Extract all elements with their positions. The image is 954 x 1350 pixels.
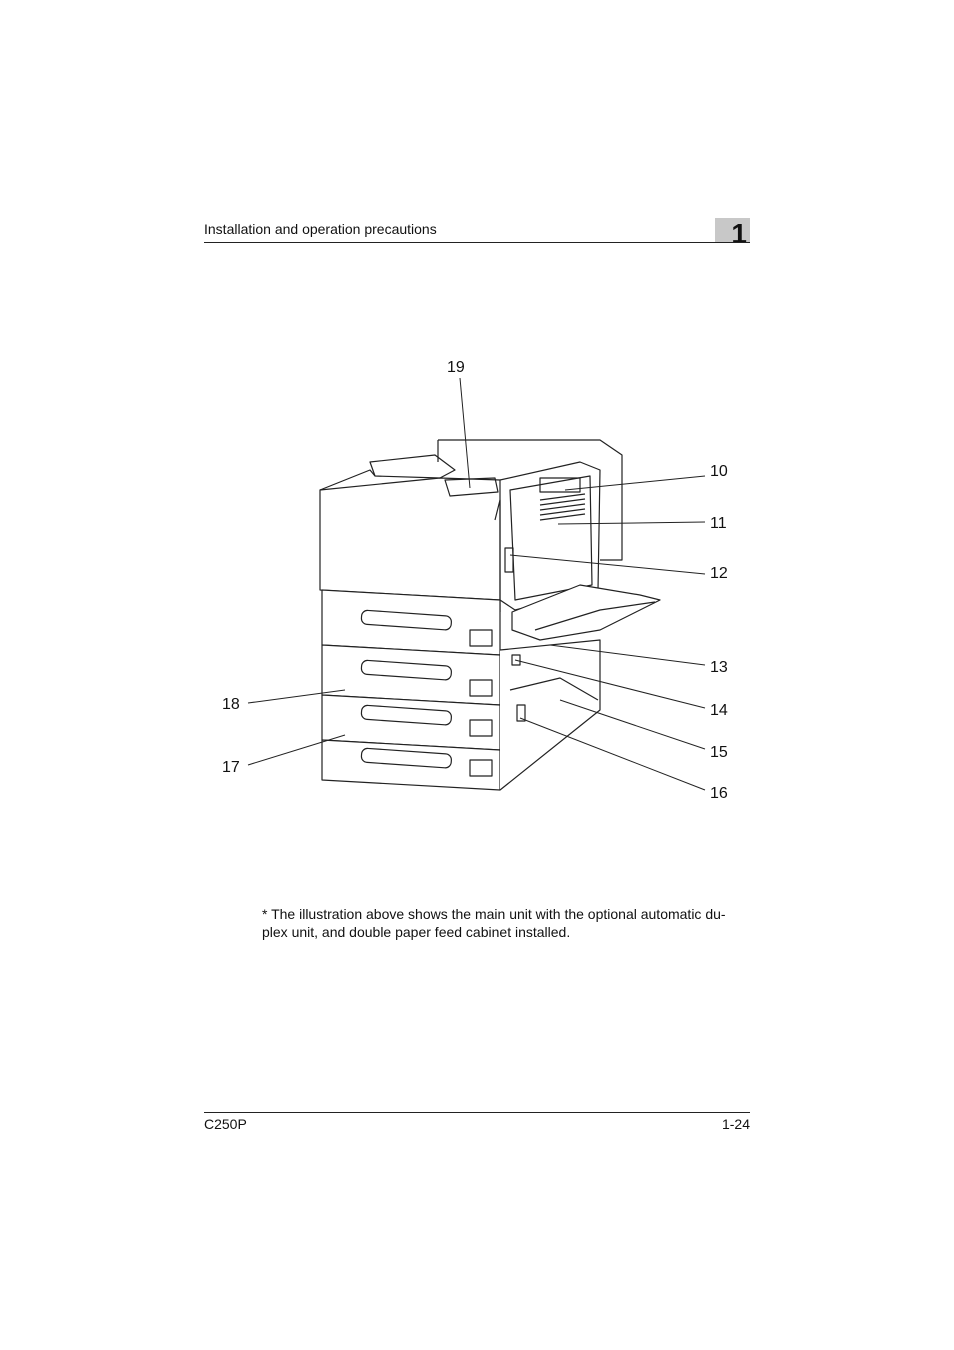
bypass-tray	[511, 584, 661, 641]
callout-leaders	[247, 377, 706, 791]
callout-11: 11	[710, 515, 727, 532]
footer-page-number: 1-24	[721, 1116, 750, 1132]
footer-rule	[204, 1112, 750, 1113]
note-line-2: plex unit, and double paper feed cabinet…	[262, 924, 571, 940]
callout-16: 16	[710, 785, 728, 802]
illustration-note: * The illustration above shows the main …	[262, 905, 750, 941]
callout-18: 18	[222, 696, 240, 713]
note-line-1: * The illustration above shows the main …	[262, 906, 726, 922]
callout-19: 19	[447, 359, 465, 376]
callout-15: 15	[710, 744, 728, 761]
control-panel	[444, 477, 499, 497]
footer-model: C250P	[204, 1116, 247, 1132]
printer-main-unit	[319, 439, 623, 612]
callout-10: 10	[710, 463, 728, 480]
callout-12: 12	[710, 565, 728, 582]
chapter-tab: 1	[715, 218, 750, 248]
callout-13: 13	[710, 659, 728, 676]
paper-drawers	[321, 589, 501, 791]
side-cabinet	[499, 639, 601, 791]
callout-17: 17	[222, 759, 240, 776]
header-rule	[204, 242, 750, 243]
handle-top	[539, 477, 581, 493]
chapter-number: 1	[731, 218, 747, 249]
callout-14: 14	[710, 702, 728, 719]
running-header-title: Installation and operation precautions	[204, 221, 437, 237]
